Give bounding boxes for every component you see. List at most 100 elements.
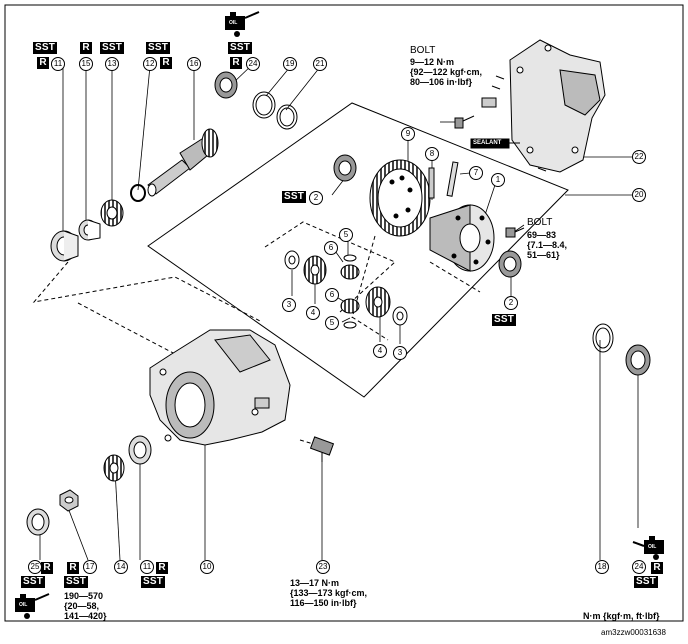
part-number-3-left: 3: [282, 298, 296, 312]
nut-spec-1: 190—570: [64, 591, 104, 601]
assembly-frame: [147, 102, 569, 398]
part-number-5-bottom: 5: [325, 316, 339, 330]
drive-pinion-16: [147, 128, 219, 197]
sealant-label: SEALANT: [473, 140, 502, 146]
part-number-6-top: 6: [324, 241, 338, 255]
oil-seal-25: [26, 508, 50, 536]
gear-bracket-top: [264, 221, 396, 313]
part-number-2-bottom: 2: [504, 296, 518, 310]
ring-gear-bolt: [505, 227, 525, 238]
switch-spec-2: {133—173 kgf·cm,: [290, 588, 368, 598]
spacer-12: [130, 184, 146, 202]
sst-badge-2-bottom: SST: [492, 314, 517, 326]
sealant-tube-icon: [470, 138, 520, 149]
washer-3-left: [284, 250, 300, 270]
bearing-race-11-bottom: [128, 435, 152, 465]
part-number-23: 23: [316, 560, 330, 574]
bearing-11: [50, 230, 79, 262]
ring-18: [592, 323, 614, 353]
switch-spec-1: 13—17 N·m: [290, 578, 340, 588]
part-number-20: 20: [632, 188, 646, 202]
ring-19: [252, 91, 276, 119]
diagram-border: [4, 4, 684, 622]
oil-label-bottom-right: OIL: [648, 544, 657, 550]
part-number-6-bottom: 6: [325, 288, 339, 302]
nut-spec-2: {20—58,: [64, 601, 100, 611]
assembly-path: [32, 261, 263, 323]
oil-label-top: OIL: [229, 20, 238, 26]
part-number-5-top: 5: [339, 228, 353, 242]
bolt-cover-spec-1: 9—12 N·m: [410, 57, 455, 67]
side-gear-4-left: [303, 255, 327, 285]
switch-23: [309, 436, 335, 462]
side-bearing-2-bottom: [498, 250, 522, 278]
oil-seal-24-bottom: [625, 344, 651, 376]
cover-bolt: [454, 115, 475, 129]
r-badge-25: R: [41, 562, 53, 574]
ring-gear-9: [369, 159, 431, 237]
part-number-18: 18: [595, 560, 609, 574]
r-badge-15: R: [80, 42, 92, 54]
sst-badge-2-top: SST: [282, 191, 307, 203]
part-number-9: 9: [401, 127, 415, 141]
spacer-15: [78, 219, 101, 241]
part-number-7: 7: [469, 166, 483, 180]
sst-badge-24-bottom: SST: [634, 576, 659, 588]
oil-can-icon-top: [225, 11, 260, 37]
part-number-11-bottom: 11: [140, 560, 154, 574]
diff-case-1: [429, 204, 495, 272]
pinion-bearing-13: [100, 199, 124, 227]
thrust-washer-5-top: [343, 254, 357, 262]
units-note: N·m {kgf·m, ft·lbf}: [583, 611, 660, 621]
part-number-13: 13: [105, 57, 119, 71]
r-badge-24-bottom: R: [651, 562, 663, 574]
sst-badge-13: SST: [100, 42, 125, 54]
switch-spec-3: 116—150 in·lbf}: [290, 598, 357, 608]
part-number-25: 25: [28, 560, 42, 574]
thrust-washer-5-bottom: [343, 321, 357, 329]
bearing-14: [103, 454, 125, 482]
r-badge-11-bottom: R: [156, 562, 168, 574]
side-bearing-2-top: [333, 154, 357, 182]
bolt-cover-spec-2: {92—122 kgf·cm,: [410, 67, 483, 77]
figure-code: am3zzw00031638: [601, 628, 666, 637]
sst-badge-24-top: SST: [228, 42, 253, 54]
bolt-ring-spec-3: 51—61}: [527, 250, 560, 260]
rear-cover-22: [481, 39, 606, 173]
part-number-10: 10: [200, 560, 214, 574]
r-badge-12: R: [160, 57, 172, 69]
bolt-cover-spec-3: 80—106 in·lbf}: [410, 77, 473, 87]
part-number-15: 15: [79, 57, 93, 71]
part-number-12: 12: [143, 57, 157, 71]
part-number-19: 19: [283, 57, 297, 71]
sst-badge-11: SST: [33, 42, 58, 54]
part-number-1: 1: [491, 173, 505, 187]
part-number-11: 11: [51, 57, 65, 71]
part-number-24-top: 24: [246, 57, 260, 71]
sst-badge-25: SST: [21, 576, 46, 588]
part-number-2-top: 2: [309, 191, 323, 205]
leader-lines: [39, 63, 639, 561]
part-number-4-left: 4: [306, 306, 320, 320]
oil-can-icon-bottom-left: [15, 593, 50, 619]
pinion-gear-6-top: [340, 264, 360, 280]
washer-3-right: [392, 306, 408, 326]
part-number-17: 17: [83, 560, 97, 574]
part-number-8: 8: [425, 147, 439, 161]
r-badge-11: R: [37, 57, 49, 69]
bolt-ring-spec-2: {7.1—8.4,: [527, 240, 568, 250]
part-number-4-right: 4: [373, 344, 387, 358]
nut-spec-3: 141—420}: [64, 611, 107, 621]
r-badge-17: R: [67, 562, 79, 574]
sst-badge-17: SST: [64, 576, 89, 588]
carrier-housing-10: [149, 329, 291, 446]
pin-8: [428, 167, 435, 199]
shaft-7: [446, 161, 459, 197]
bolt-ring-title: BOLT: [527, 217, 553, 228]
lock-nut-17: [59, 489, 79, 512]
r-badge-24-top: R: [230, 57, 242, 69]
oil-seal-24-top: [214, 71, 238, 99]
part-number-24-bottom: 24: [632, 560, 646, 574]
